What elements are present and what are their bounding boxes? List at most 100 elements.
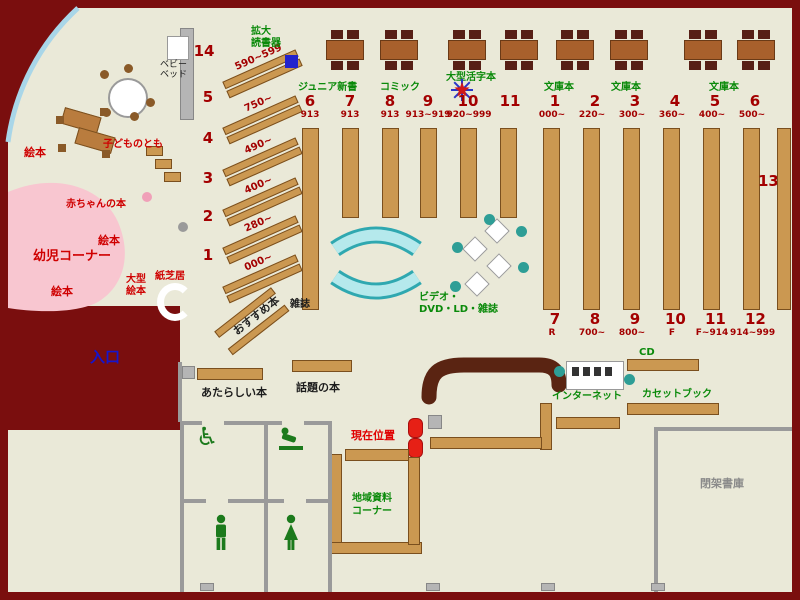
bookshelf <box>556 417 620 429</box>
section-label-large-print: 大型活字本 <box>446 72 496 83</box>
chair <box>56 116 64 124</box>
bookshelf <box>743 128 760 310</box>
star-icon <box>451 79 473 101</box>
local-corner-shelf <box>408 457 420 545</box>
local-corner-shelf <box>345 449 409 461</box>
local-materials-line2: コーナー <box>352 506 392 517</box>
bookshelf <box>543 128 560 310</box>
reading-table <box>326 40 364 60</box>
stack-range: 914~999 <box>730 328 776 338</box>
stool <box>450 281 461 292</box>
picture-books-label: 絵本 <box>98 234 120 247</box>
section-label-bunko-1: 文庫本 <box>544 82 574 93</box>
chair <box>331 61 343 70</box>
local-materials-label: 地域資料 コーナー <box>352 492 392 518</box>
video-dvd-label: ビデオ・ DVD・LD・雑誌 <box>419 292 498 315</box>
wall <box>180 421 202 425</box>
video-dvd-line1: ビデオ・ <box>419 292 459 303</box>
bookshelf <box>540 403 552 450</box>
stack-number: 6 <box>304 92 316 110</box>
kids-step-shelf <box>146 146 163 156</box>
reading-table <box>500 40 538 60</box>
bookshelf <box>420 128 437 218</box>
magazine-rack <box>331 272 421 297</box>
stack-number: 7 <box>549 310 561 328</box>
new-books-label: あたらしい本 <box>201 386 267 399</box>
entrance-label: 入口 <box>90 348 121 366</box>
womens-toilet-icon <box>284 514 298 550</box>
chair <box>689 30 701 39</box>
wheelchair-icon: ♿ <box>196 422 219 451</box>
chair <box>758 61 770 70</box>
chair <box>401 30 413 39</box>
chair <box>401 61 413 70</box>
stack-range: 800~ <box>618 328 646 338</box>
stack-range: F <box>668 328 676 338</box>
round-table <box>108 78 148 118</box>
wall <box>264 421 268 503</box>
internet-label: インターネット <box>552 391 622 402</box>
chair <box>58 144 66 152</box>
large-picture-books-label: 大型 絵本 <box>126 274 146 297</box>
pillar <box>541 583 555 591</box>
service-counter <box>421 357 567 405</box>
chair <box>385 30 397 39</box>
mens-toilet-icon <box>216 514 226 550</box>
chair <box>130 112 139 121</box>
pillar <box>200 583 214 591</box>
wall <box>654 427 792 431</box>
stack-number: 9 <box>629 310 641 328</box>
cassette-shelf <box>627 403 719 415</box>
wall <box>178 362 182 422</box>
wall <box>304 421 332 425</box>
stack-number: 10 <box>665 310 686 328</box>
magnifier-device <box>285 55 298 68</box>
round-bench <box>157 283 193 321</box>
reading-table <box>556 40 594 60</box>
reading-table <box>448 40 486 60</box>
stack-number: 3 <box>629 92 641 110</box>
stack-range: 700~ <box>578 328 606 338</box>
baby-bed-label-line1: ベビー <box>160 60 188 70</box>
chair <box>577 61 589 70</box>
stack-range: 400~ <box>698 110 726 120</box>
stack-range: 000~ <box>538 110 566 120</box>
closed-stacks-label: 閉架書庫 <box>700 477 744 490</box>
you-are-here-pin <box>408 418 423 438</box>
stack-range: F~914 <box>695 328 729 338</box>
pillar <box>426 583 440 591</box>
kids-shelf-number: 14 <box>193 42 215 60</box>
chair <box>146 98 155 107</box>
reading-table <box>737 40 775 60</box>
baby-bed-label: ベビー ベッド <box>160 60 187 81</box>
topic-books-shelf <box>292 360 352 372</box>
chair <box>505 30 517 39</box>
stack-number: 1 <box>549 92 561 110</box>
stack-range: 220~ <box>578 110 606 120</box>
stack-range: 500~ <box>738 110 766 120</box>
stack-range: 913~919 <box>405 110 451 120</box>
chair <box>347 30 359 39</box>
baby-bed-label-line2: ベッド <box>160 70 188 81</box>
chair <box>561 61 573 70</box>
reading-table <box>610 40 648 60</box>
stack-number: 10 <box>457 92 479 110</box>
computer-icon <box>594 367 601 376</box>
chair <box>505 61 517 70</box>
bookshelf <box>430 437 542 449</box>
stack-number: 4 <box>669 92 681 110</box>
chair <box>469 61 481 70</box>
video-dvd-line2: DVD・LD・雑誌 <box>419 303 499 315</box>
kamishibai-label: 紙芝居 <box>155 271 185 282</box>
chair <box>385 61 397 70</box>
stack-range: 920~999 <box>446 110 492 120</box>
magazine-label: 雑誌 <box>290 299 310 310</box>
kids-step-shelf <box>155 159 172 169</box>
stack-number: 11 <box>499 92 521 110</box>
corner-wall <box>8 8 78 142</box>
chair <box>742 61 754 70</box>
section-label-comics: コミック <box>380 82 420 93</box>
pillar <box>182 366 195 379</box>
stool <box>516 226 527 237</box>
